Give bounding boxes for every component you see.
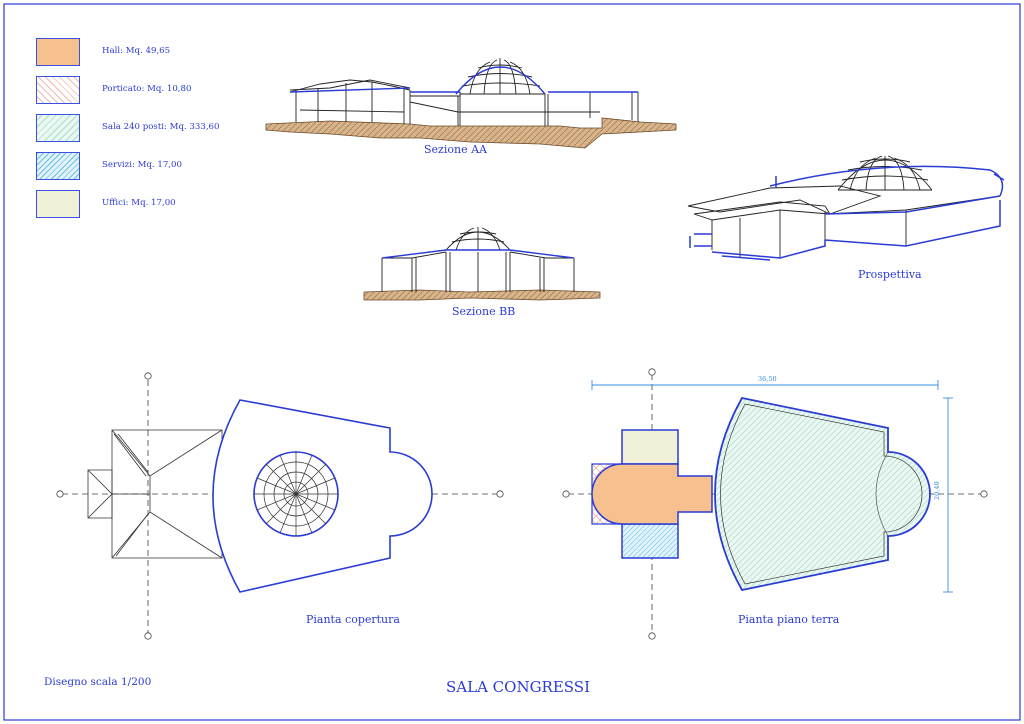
legend-swatch-offices (36, 190, 80, 218)
dimension-vertical: 20,40 (933, 481, 941, 500)
section-bb-drawing (363, 227, 601, 301)
legend-item-hall: Hall: Mq. 49,65 (36, 38, 296, 68)
hall-area (591, 463, 713, 525)
offices-area (621, 429, 679, 465)
roof-plan-drawing (56, 372, 504, 640)
scale-label: Disegno scala 1/200 (44, 676, 152, 688)
roof-dome (253, 451, 339, 537)
perspective-drawing (687, 155, 1005, 261)
section-aa-drawing (265, 58, 677, 149)
legend-swatch-main-hall (36, 114, 80, 142)
roof-plan-label: Pianta copertura (306, 613, 400, 626)
legend-item-main-hall: Sala 240 posti: Mq. 333,60 (36, 114, 296, 144)
dimension-horizontal: 36,50 (758, 375, 777, 383)
legend-item-services: Servizi: Mq. 17,00 (36, 152, 296, 182)
legend-text-porch: Porticato: Mq. 10,80 (102, 84, 192, 94)
legend-swatch-services (36, 152, 80, 180)
legend-text-main-hall: Sala 240 posti: Mq. 333,60 (102, 122, 220, 132)
perspective-label: Prospettiva (858, 268, 922, 281)
legend-item-porch: Porticato: Mq. 10,80 (36, 76, 296, 106)
sheet-frame (3, 3, 1021, 721)
services-area (621, 523, 679, 559)
ground-plan-label: Pianta piano terra (738, 613, 840, 626)
legend-swatch-porch (36, 76, 80, 104)
legend-text-hall: Hall: Mq. 49,65 (102, 46, 171, 56)
section-bb-label: Sezione BB (452, 305, 516, 318)
legend-text-offices: Uffici: Mq. 17,00 (102, 198, 176, 208)
drawing-title: SALA CONGRESSI (446, 678, 591, 696)
section-aa-label: Sezione AA (424, 143, 487, 156)
section-bb-ground (363, 289, 601, 301)
main-hall-area (714, 396, 931, 592)
legend-swatch-hall (36, 38, 80, 66)
legend-item-offices: Uffici: Mq. 17,00 (36, 190, 296, 220)
legend-text-services: Servizi: Mq. 17,00 (102, 160, 182, 170)
ground-plan-drawing (562, 368, 988, 640)
section-aa-ground (265, 117, 677, 149)
